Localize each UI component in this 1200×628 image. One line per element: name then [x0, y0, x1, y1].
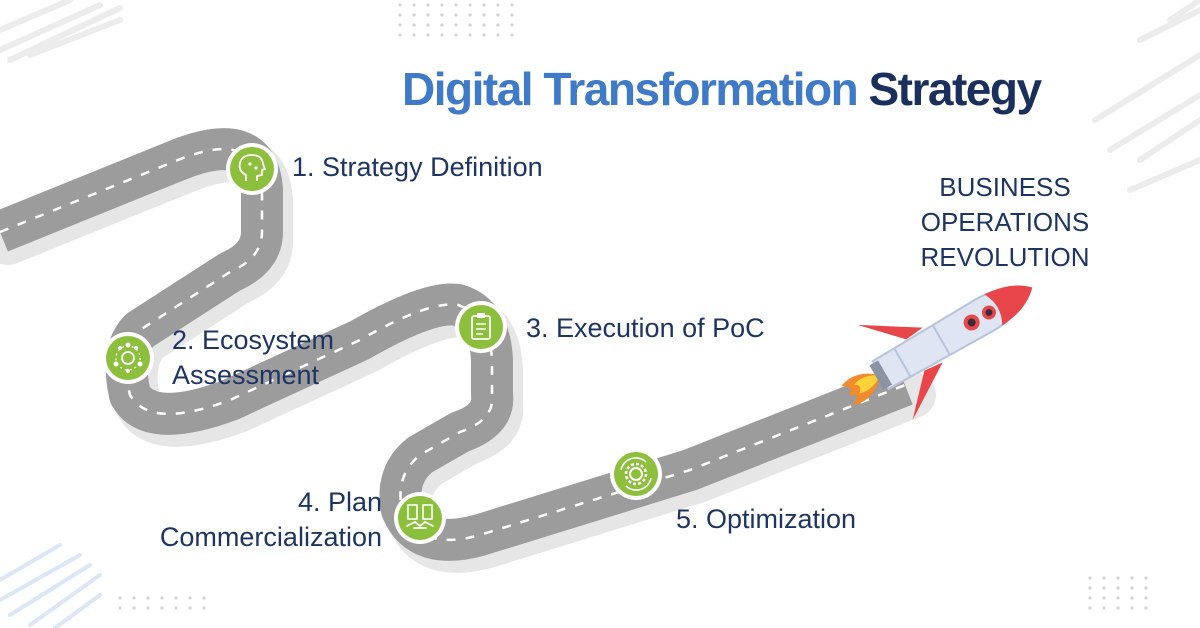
decor-dot: [468, 33, 472, 37]
road: [0, 128, 913, 561]
decor-dot: [1102, 606, 1106, 610]
step-4-label-line1: 4. Plan: [297, 487, 382, 517]
decor-dot: [496, 33, 500, 37]
decor-dot: [440, 33, 444, 37]
decor-dot: [510, 23, 514, 27]
decor-dot: [1130, 586, 1134, 590]
step-2-label-line2: Assessment: [172, 360, 320, 390]
decor-dot: [1116, 606, 1120, 610]
decor-dot: [1102, 576, 1106, 580]
rocket-fin-top: [857, 324, 923, 340]
ecosystem-network-icon: [102, 332, 154, 384]
decor-dot: [1088, 576, 1092, 580]
decor-dot: [426, 23, 430, 27]
decor-dot: [496, 13, 500, 17]
decor-dot: [1130, 606, 1134, 610]
rocket-illustration: [841, 285, 1033, 421]
decor-dot: [412, 3, 416, 7]
decor-dot: [510, 33, 514, 37]
decor-dot: [1116, 586, 1120, 590]
decor-dot: [482, 3, 486, 7]
decor-dot: [160, 606, 164, 610]
decor-dot: [146, 596, 150, 600]
decor-dot: [468, 3, 472, 7]
decor-dot: [1116, 576, 1120, 580]
step-5-label: 5. Optimization: [676, 504, 857, 534]
goal-line3: REVOLUTION: [920, 242, 1090, 272]
decor-dot: [1088, 586, 1092, 590]
decor-dot: [510, 3, 514, 7]
decor-dot: [482, 13, 486, 17]
decor-dot: [118, 596, 122, 600]
decor-dot: [202, 596, 206, 600]
decor-dot: [1144, 586, 1148, 590]
decor-dot: [510, 13, 514, 17]
decor-dot: [426, 3, 430, 7]
decor-scribbles-blue: [0, 543, 102, 628]
decor-dot: [1144, 596, 1148, 600]
decor-dot: [454, 3, 458, 7]
decor-dot: [398, 13, 402, 17]
decor-dot: [496, 3, 500, 7]
decor-dot: [496, 23, 500, 27]
decor-dot: [398, 3, 402, 7]
step-4-label-line2: Commercialization: [159, 522, 382, 552]
decor-dot: [482, 23, 486, 27]
decor-dot: [440, 23, 444, 27]
decor-dot: [454, 13, 458, 17]
step-3-label: 3. Execution of PoC: [526, 313, 765, 343]
decor-dot: [174, 596, 178, 600]
decor-dot: [398, 33, 402, 37]
decor-dot: [1144, 576, 1148, 580]
decor-dot: [132, 596, 136, 600]
decor-dot: [426, 33, 430, 37]
handshake-buildings-icon: [394, 492, 446, 544]
page-title: Digital Transformation Strategy: [402, 62, 1042, 116]
decor-dot: [398, 23, 402, 27]
step-2-label-line1: 2. Ecosystem: [172, 325, 335, 355]
head-strategy-icon: [226, 143, 278, 195]
step-2-label: 2. Ecosystem Assessment: [172, 323, 334, 393]
decor-dot: [412, 23, 416, 27]
decor-dot: [1116, 596, 1120, 600]
decor-dot: [412, 33, 416, 37]
decor-dot: [426, 13, 430, 17]
decor-dot: [188, 606, 192, 610]
gear-cycle-icon: [610, 448, 662, 500]
decor-dot: [412, 13, 416, 17]
decor-scribbles: [0, 0, 1200, 193]
decor-dot: [146, 606, 150, 610]
decor-dot: [468, 23, 472, 27]
rocket-nose: [984, 285, 1033, 326]
decor-dot: [1088, 596, 1092, 600]
decor-dot: [482, 33, 486, 37]
goal-line2: OPERATIONS: [920, 207, 1090, 237]
goal-line1: BUSINESS: [939, 172, 1071, 202]
decor-dot: [188, 596, 192, 600]
decor-dot: [454, 33, 458, 37]
decor-dot: [440, 13, 444, 17]
goal-text: BUSINESS OPERATIONS REVOLUTION: [900, 170, 1110, 275]
decor-dot: [160, 596, 164, 600]
decor-dot: [118, 606, 122, 610]
step-1-label: 1. Strategy Definition: [292, 152, 543, 182]
step-4-label: 4. Plan Commercialization: [110, 485, 382, 555]
decor-dot: [174, 606, 178, 610]
decor-dot: [1130, 576, 1134, 580]
decor-dot: [202, 606, 206, 610]
decor-dot: [440, 3, 444, 7]
title-suffix: Strategy: [868, 63, 1042, 115]
title-highlight: Digital Transformation: [402, 63, 859, 115]
decor-dot: [1102, 586, 1106, 590]
decor-dot: [454, 23, 458, 27]
clipboard-checklist-icon: [455, 301, 507, 353]
decor-dot-grid: [118, 3, 1148, 610]
decor-dot: [1144, 606, 1148, 610]
decor-dot: [1130, 596, 1134, 600]
decor-dot: [132, 606, 136, 610]
decor-dot: [468, 13, 472, 17]
decor-dot: [1102, 596, 1106, 600]
decor-dot: [1088, 606, 1092, 610]
